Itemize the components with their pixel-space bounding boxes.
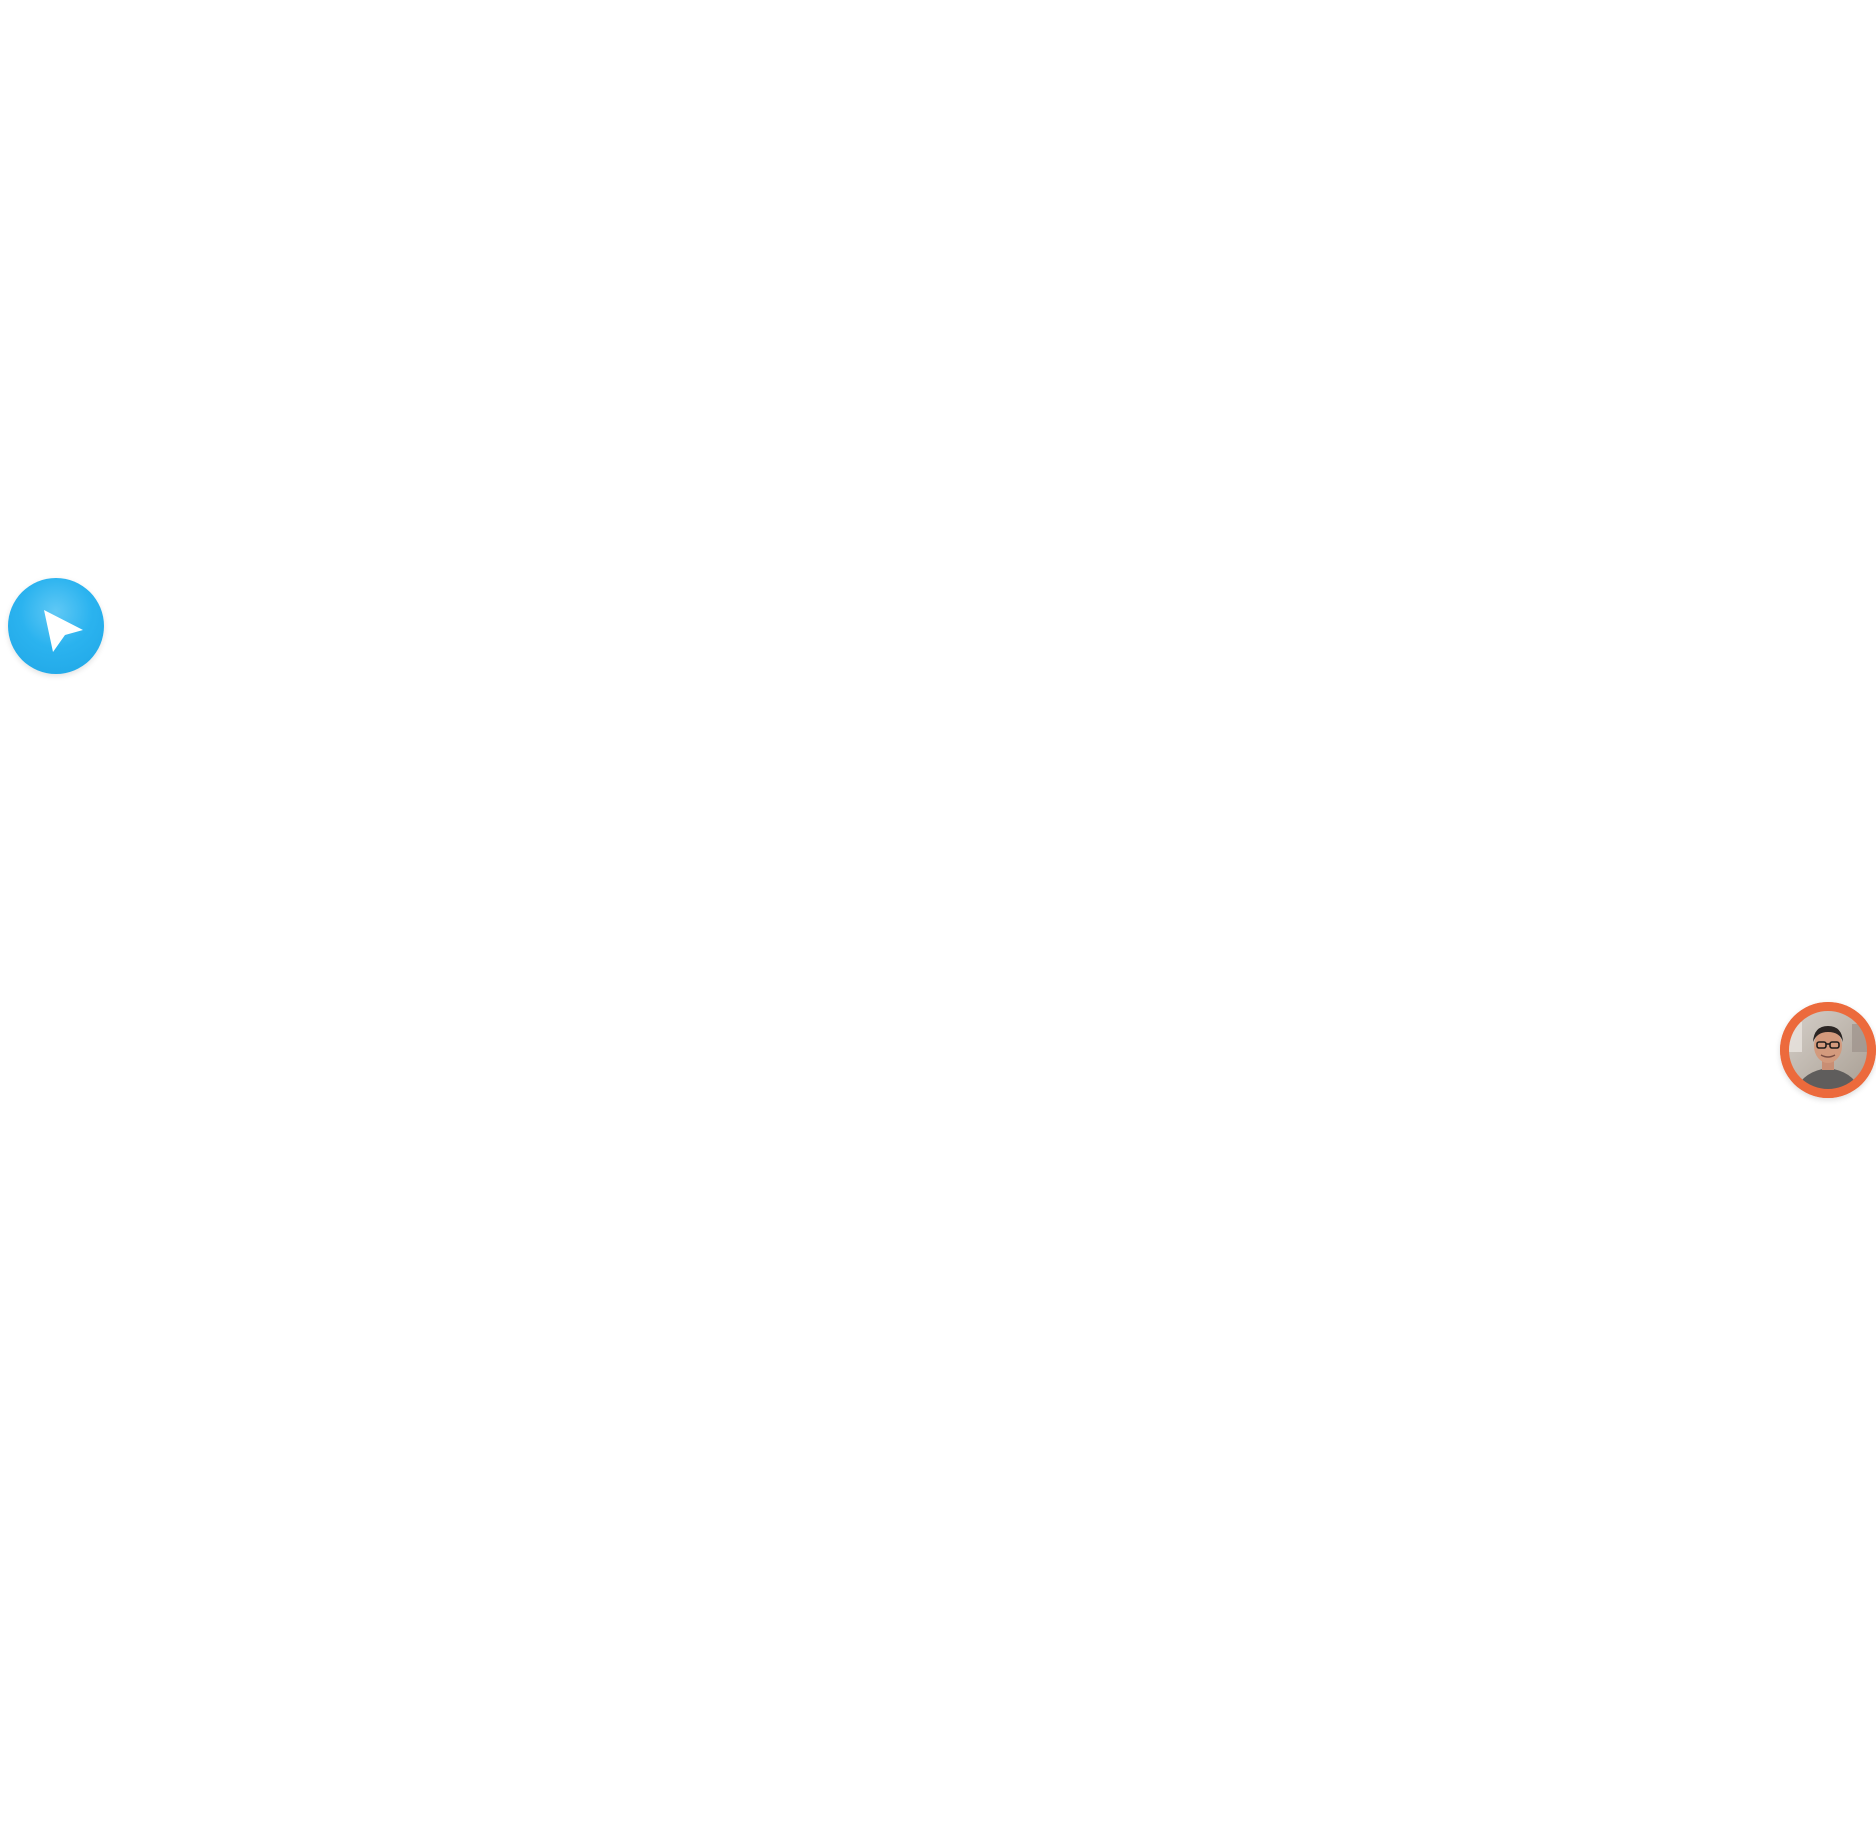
navigation-arrow-icon: [44, 610, 83, 652]
user-avatar[interactable]: [1780, 1002, 1876, 1098]
user-avatar-photo: [1780, 1002, 1876, 1098]
navigation-button[interactable]: [8, 578, 104, 674]
